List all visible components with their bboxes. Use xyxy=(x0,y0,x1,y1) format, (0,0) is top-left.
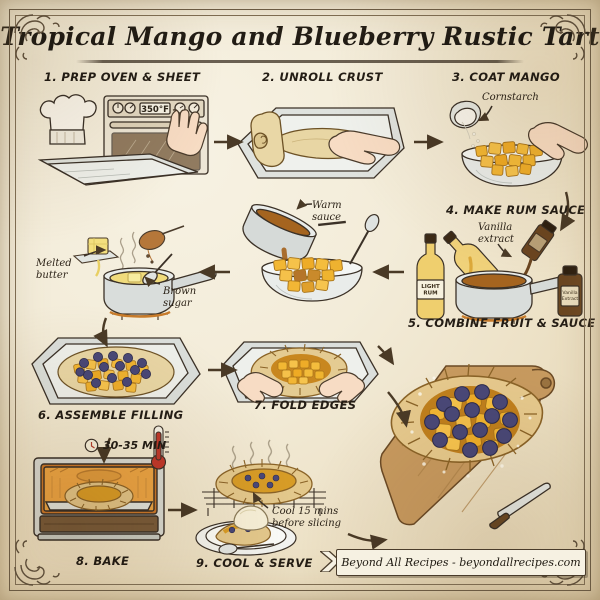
step-label-3: 3. COAT MANGO xyxy=(452,70,560,84)
scene-finished-tart xyxy=(372,336,584,548)
note-cool-line-2: before slicing xyxy=(272,518,342,529)
filling-icon xyxy=(73,350,152,393)
note-cool-before-slicing: Cool 15 mins before slicing xyxy=(272,506,341,530)
vanilla-stream xyxy=(522,254,534,278)
steam-icon xyxy=(119,231,137,270)
page-title: Tropical Mango and Blueberry Rustic Tart xyxy=(0,22,600,51)
scene-step-2 xyxy=(232,96,408,188)
note-brown-sugar: Brown sugar xyxy=(163,286,196,310)
step-label-8: 8. BAKE xyxy=(76,554,130,568)
title-underline xyxy=(76,60,524,63)
galette-icon xyxy=(215,459,313,507)
brown-sugar-spoon-icon xyxy=(138,225,185,264)
mango-cubes-icon xyxy=(277,359,325,385)
rolled-dough-icon xyxy=(250,111,285,168)
note-vanilla-line-1: Vanilla xyxy=(478,222,513,233)
note-warm-line-2: sauce xyxy=(312,212,342,223)
step-label-7: 7. FOLD EDGES xyxy=(254,398,357,412)
galette-icon xyxy=(64,478,134,511)
mango-cubes-icon xyxy=(273,257,343,293)
knife-icon xyxy=(489,482,551,530)
hand-icon xyxy=(166,109,208,157)
cornstarch-cup-icon xyxy=(449,100,482,140)
spoon-icon xyxy=(349,213,380,265)
butter-icon xyxy=(72,237,120,277)
note-butter-line-2: butter xyxy=(36,270,68,281)
vanilla-bottle-icon: Vanilla Extract xyxy=(557,265,583,317)
svg-text:LIGHT: LIGHT xyxy=(421,284,440,290)
clock-icon xyxy=(84,438,99,453)
note-sugar-line-1: Brown xyxy=(163,286,197,297)
vanilla-pour-bottle-icon xyxy=(521,219,557,262)
oven-temperature-readout: 350°F xyxy=(141,105,169,115)
oven-icon xyxy=(33,457,165,541)
saucepan-icon xyxy=(103,253,217,320)
note-warm-line-1: Warm xyxy=(312,200,342,211)
scene-step-9 xyxy=(190,439,350,560)
baking-sheet-icon xyxy=(37,153,199,186)
blueberries-icon xyxy=(424,384,518,458)
spoon-icon xyxy=(218,543,275,555)
hands-icon xyxy=(237,372,365,404)
mango-cubes-icon xyxy=(475,141,543,177)
ice-cream-scoop-icon xyxy=(233,505,269,531)
svg-text:RUM: RUM xyxy=(423,291,437,297)
step-label-5: 5. COMBINE FRUIT & SAUCE xyxy=(408,316,596,330)
note-vanilla-line-2: extract xyxy=(478,234,514,245)
hand-icon xyxy=(328,130,401,165)
scene-step-3 xyxy=(448,98,588,190)
scene-step-8 xyxy=(30,425,170,550)
powdered-sugar-icon xyxy=(410,376,532,478)
note-melted-butter: Melted butter xyxy=(36,258,72,282)
rum-bottle-icon: LIGHT RUM xyxy=(416,233,445,320)
step-label-4: 4. MAKE RUM SAUCE xyxy=(446,203,586,217)
note-sugar-line-2: sugar xyxy=(163,298,192,309)
step-label-1: 1. PREP OVEN & SHEET xyxy=(44,70,201,84)
footer-banner: Beyond All Recipes - beyondallrecipes.co… xyxy=(336,549,586,576)
scene-step-6 xyxy=(28,330,204,410)
chef-hat-icon xyxy=(39,94,97,145)
scene-butter-sugar-pan xyxy=(56,218,228,326)
note-cool-line-1: Cool 15 mins xyxy=(272,506,339,517)
thermometer-icon xyxy=(150,425,169,470)
note-warm-sauce: Warm sauce xyxy=(312,200,342,224)
blueberries-icon xyxy=(75,350,152,389)
scene-step-1: 350°F xyxy=(34,88,214,193)
saucepan-pouring-icon xyxy=(242,203,346,261)
scene-step-7 xyxy=(218,336,382,414)
svg-text:Vanilla: Vanilla xyxy=(562,290,577,296)
scene-step-4: LIGHT RUM xyxy=(412,219,592,326)
hand-icon xyxy=(528,122,588,161)
saucepan-icon xyxy=(455,270,577,324)
scene-step-5 xyxy=(228,196,396,314)
step-label-9: 9. COOL & SERVE xyxy=(196,556,313,570)
note-cornstarch: Cornstarch xyxy=(482,92,539,103)
note-vanilla-extract: Vanilla extract xyxy=(478,222,514,246)
step-label-6: 6. ASSEMBLE FILLING xyxy=(38,408,184,422)
svg-text:Extract: Extract xyxy=(562,296,579,302)
footer-banner-text: Beyond All Recipes - beyondallrecipes.co… xyxy=(341,556,581,569)
note-butter-line-1: Melted xyxy=(36,258,72,269)
bake-time-text: 30-35 MIN xyxy=(103,439,167,452)
step-label-2: 2. UNROLL CRUST xyxy=(262,70,383,84)
bake-time-badge: 30-35 MIN xyxy=(84,438,166,453)
